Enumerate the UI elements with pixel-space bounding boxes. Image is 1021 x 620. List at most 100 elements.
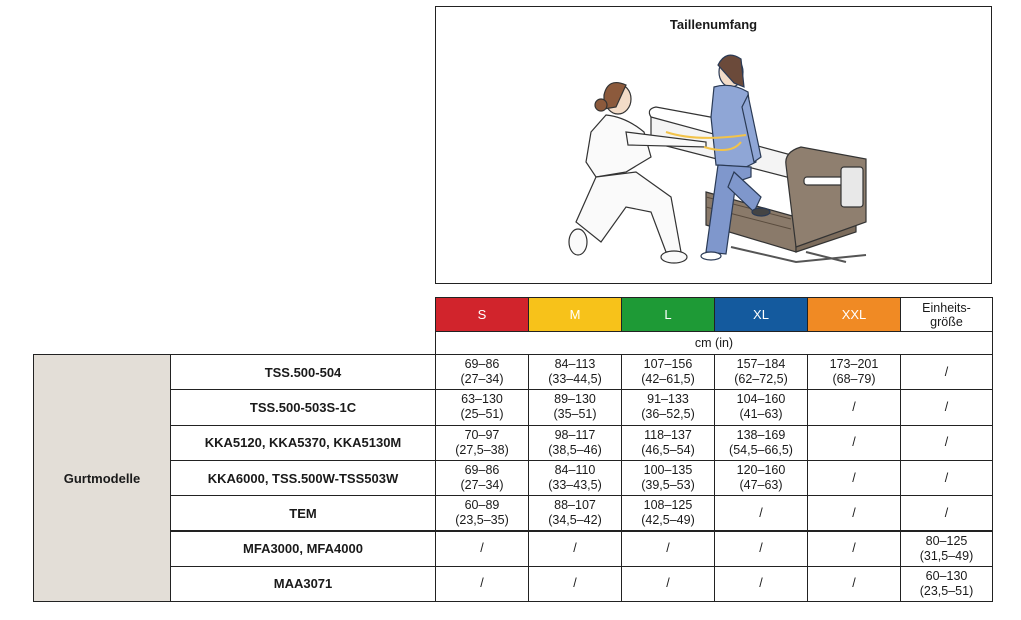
inch-range: (46,5–54) [641,442,695,457]
cm-range: / [573,541,577,556]
size-value-cell: 60–89(23,5–35) [435,495,529,532]
size-value-cell: / [528,530,622,567]
cm-range: / [759,541,763,556]
size-value-cell: 157–184(62–72,5) [714,354,808,391]
cm-range: 157–184 [736,357,786,372]
bed-image [648,106,867,264]
cm-range: 89–130 [554,392,596,407]
size-header-xxl: XXL [807,297,901,332]
inch-range: (27,5–38) [455,442,509,457]
cm-range: 60–89 [464,498,500,513]
cm-range: 84–113 [554,357,596,372]
cm-range: / [944,364,949,379]
cm-range: 88–107 [554,498,596,513]
cm-range: 118–137 [644,427,692,442]
patient-figure [700,54,771,261]
inch-range: (62–72,5) [734,372,788,387]
inch-range: (27–34) [460,372,504,387]
cm-range: 84–110 [554,463,596,478]
model-name: KKA6000, TSS.500W-TSS503W [170,459,436,497]
size-value-cell: 173–201(68–79) [807,354,901,391]
size-value-cell: 84–113(33–44,5) [528,354,622,391]
size-value-cell: 89–130(35–51) [528,389,622,426]
cm-range: / [759,505,763,520]
size-value-cell: / [621,530,715,567]
illustration-panel: Taillenumfang [435,6,992,284]
size-value-cell: 60–130(23,5–51) [900,565,993,603]
model-name: TEM [170,495,436,532]
inch-range: (47–63) [739,478,783,493]
inch-range: (25–51) [460,407,504,422]
inch-range: (33–43,5) [548,478,602,493]
inch-range: (23,5–35) [455,513,509,528]
cm-range: / [944,470,949,485]
cm-range: / [852,470,856,485]
size-value-cell: 138–169(54,5–66,5) [714,424,808,461]
size-value-cell: 107–156(42–61,5) [621,354,715,391]
size-value-cell: / [528,565,622,603]
cm-range: / [480,576,484,591]
size-value-cell: 108–125(42,5–49) [621,495,715,532]
model-name: TSS.500-503S-1C [170,389,436,426]
size-value-cell: / [807,389,901,426]
cm-range: 60–130 [925,568,968,583]
size-value-cell: 98–117(38,5–46) [528,424,622,461]
size-value-cell: 118–137(46,5–54) [621,424,715,461]
model-name: MAA3071 [170,565,436,603]
size-value-cell: / [621,565,715,603]
cm-range: 173–201 [829,357,879,372]
size-value-cell: 84–110(33–43,5) [528,459,622,497]
cm-range: / [944,435,949,450]
size-value-cell: 69–86(27–34) [435,459,529,497]
inch-range: (31,5–49) [919,548,974,563]
size-value-cell: / [807,530,901,567]
size-value-cell: / [807,495,901,532]
cm-range: / [759,576,763,591]
cm-range: 138–169 [736,427,786,442]
cm-range: / [944,399,949,414]
size-header-m: M [528,297,622,332]
size-header-l: L [621,297,715,332]
size-value-cell: / [900,459,993,497]
inch-range: (35–51) [553,407,597,422]
size-value-cell: / [807,459,901,497]
unit-header: cm (in) [435,331,993,355]
cm-range: 107–156 [643,357,693,372]
cm-range: 69–86 [464,463,500,478]
size-value-cell: 80–125(31,5–49) [900,530,993,567]
cm-range: / [666,541,670,556]
inch-range: (41–63) [739,407,783,422]
size-value-cell: / [900,495,993,532]
size-header-s: S [435,297,529,332]
size-value-cell: 120–160(47–63) [714,459,808,497]
inch-range: (42–61,5) [641,372,695,387]
cm-range: / [852,541,856,556]
size-value-cell: / [435,530,529,567]
inch-range: (27–34) [460,478,504,493]
size-value-cell: 91–133(36–52,5) [621,389,715,426]
size-value-cell: 70–97(27,5–38) [435,424,529,461]
cm-range: 70–97 [464,427,500,442]
nurse-figure [568,82,747,264]
inch-range: (68–79) [832,372,876,387]
size-value-cell: / [900,389,993,426]
cm-range: / [852,576,856,591]
inch-range: (33–44,5) [548,372,602,387]
cm-range: 69–86 [464,357,500,372]
cm-range: / [852,505,856,520]
cm-range: 120–160 [736,463,786,478]
cm-range: / [666,576,670,591]
cm-range: / [944,505,949,520]
size-value-cell: 69–86(27–34) [435,354,529,391]
size-value-cell: 88–107(34,5–42) [528,495,622,532]
size-value-cell: / [807,565,901,603]
model-name: TSS.500-504 [170,354,436,391]
size-value-cell: / [714,565,808,603]
size-value-cell: / [807,424,901,461]
inch-range: (38,5–46) [548,442,602,457]
illustration-title: Taillenumfang [669,17,758,32]
model-name: MFA3000, MFA4000 [170,530,436,567]
cm-range: 104–160 [736,392,786,407]
size-value-cell: / [900,354,993,391]
size-value-cell: / [714,530,808,567]
